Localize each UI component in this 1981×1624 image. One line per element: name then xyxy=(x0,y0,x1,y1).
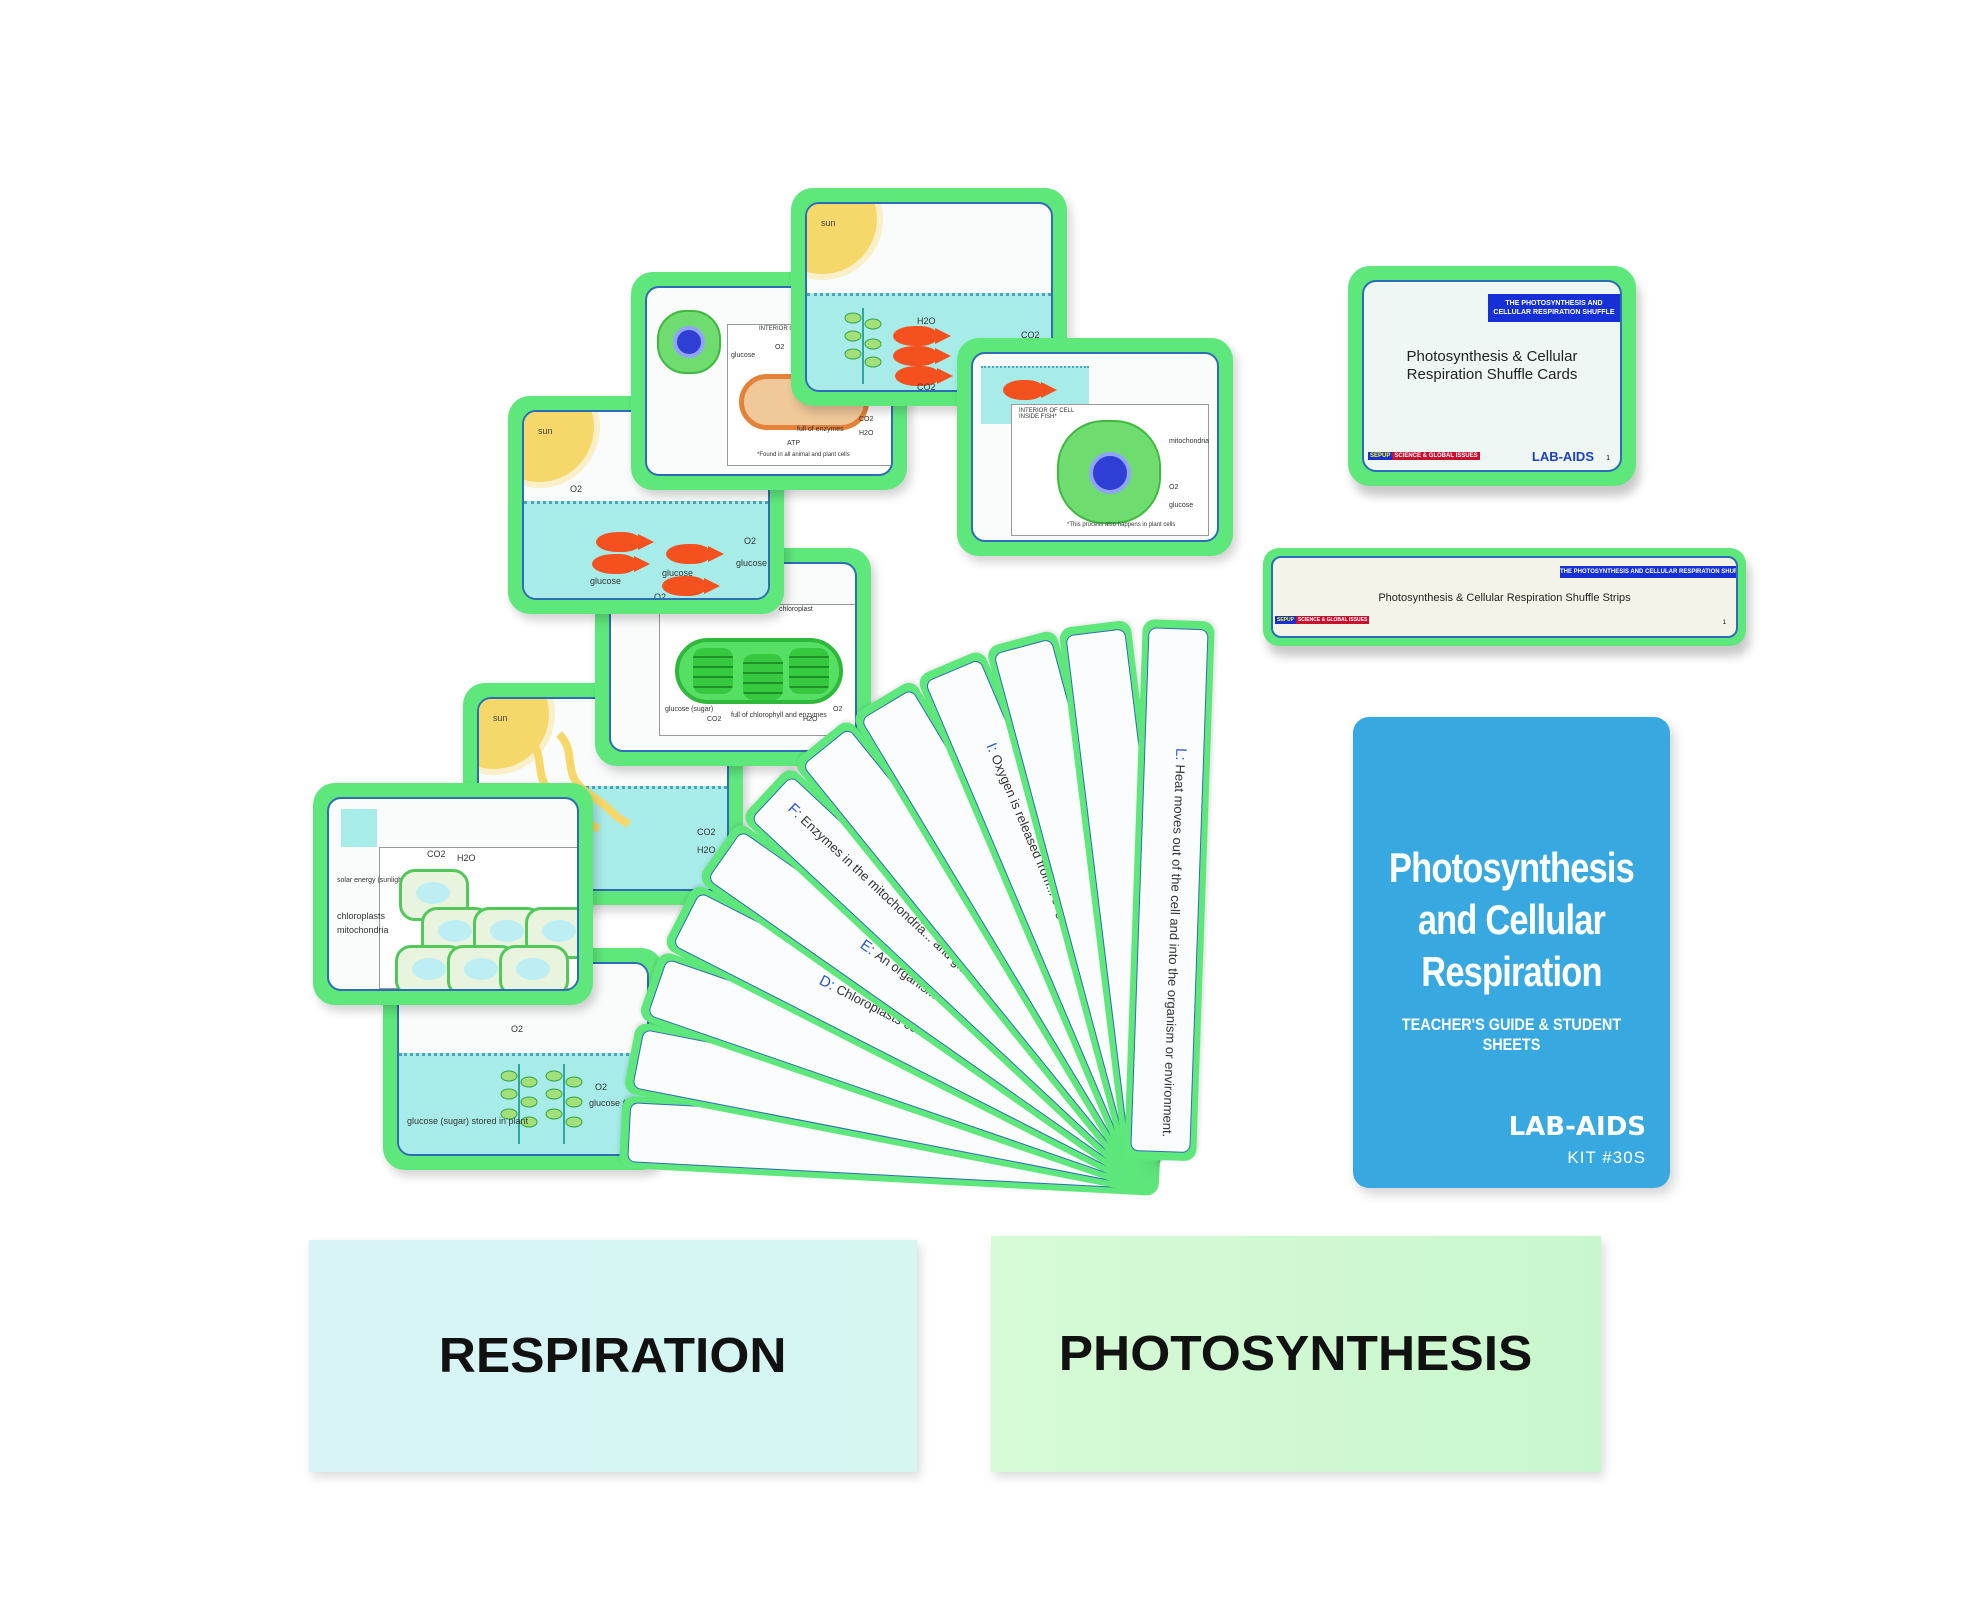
photosynthesis-label: PHOTOSYNTHESIS xyxy=(1059,1327,1533,1381)
photosynthesis-label-card[interactable]: PHOTOSYNTHESIS xyxy=(991,1236,1601,1472)
page-number: 1 xyxy=(1722,620,1726,626)
label-h2o: H2O xyxy=(457,853,476,863)
label-o2: O2 xyxy=(775,344,785,351)
shuffle-strips-box[interactable]: THE PHOTOSYNTHESIS AND CELLULAR RESPIRAT… xyxy=(1263,548,1746,646)
label-glucose-used: glucose used by plant xyxy=(736,558,768,568)
guide-title-line-3: Respiration xyxy=(1421,948,1602,995)
guide-subtitle: TEACHER'S GUIDE & STUDENT SHEETS xyxy=(1401,1015,1622,1054)
label-atp: ATP xyxy=(787,440,801,447)
label-h2o: H2O xyxy=(859,430,874,437)
label-glucose: glucose (sugar) xyxy=(665,706,714,713)
label-h2o: H2O xyxy=(803,716,818,723)
plant-icon xyxy=(844,308,882,384)
label-chloroplasts: chloroplasts xyxy=(337,911,386,921)
fish-icon xyxy=(596,532,654,552)
respiration-label-card[interactable]: RESPIRATION xyxy=(309,1240,917,1472)
label-h2o: H2O xyxy=(917,316,936,326)
shuffle-cards-box[interactable]: THE PHOTOSYNTHESIS AND CELLULAR RESPIRAT… xyxy=(1348,266,1636,486)
label-interior: INTERIOR OF CELL INSIDE FISH* xyxy=(1019,408,1075,420)
label-glucose-1: glucose xyxy=(590,576,622,586)
picture-card-fish-cell[interactable]: INTERIOR OF CELL INSIDE FISH* mitochondr… xyxy=(957,338,1233,556)
label-glucose-left: glucose (sugar) stored in plant xyxy=(407,1116,529,1126)
fish-icon xyxy=(592,554,650,574)
fish-icon xyxy=(1003,380,1057,400)
animal-cell-thumb xyxy=(657,310,721,374)
label-o2: O2 xyxy=(1169,484,1179,491)
page-number: 1 xyxy=(1606,455,1610,462)
lab-aids-logo: LAB-AIDS xyxy=(1531,449,1594,464)
guide-title-line-2: and Cellular xyxy=(1417,896,1606,943)
label-co2-bottom: CO2 xyxy=(917,382,936,392)
sepup-badge: SEPUP SCIENCE & GLOBAL ISSUES xyxy=(1368,452,1480,460)
label-glucose: glucose xyxy=(731,352,756,359)
fish-icon xyxy=(662,576,720,596)
series-label: SCIENCE & GLOBAL ISSUES xyxy=(1392,452,1480,460)
label-h2o-right: H2O xyxy=(697,845,716,855)
kit-number: KIT #30S xyxy=(1567,1148,1646,1167)
plant-icon xyxy=(545,1064,583,1144)
shuffle-cards-title: Photosynthesis & Cellular Respiration Sh… xyxy=(1364,348,1620,384)
label-mitochondria: mitochondria xyxy=(337,925,389,935)
label-co2: CO2 xyxy=(427,849,446,859)
label-glucose: glucose xyxy=(1169,502,1194,509)
mini-plants-thumb xyxy=(341,809,377,847)
label-footnote: *Found in all animal and plant cells xyxy=(757,452,850,458)
title-line-1: Photosynthesis & Cellular xyxy=(1406,348,1578,365)
label-mitochondria: mitochondria xyxy=(1169,438,1210,445)
label-glucose-right: glucose (sugar) stored in plant xyxy=(589,1098,647,1108)
label-o2: O2 xyxy=(833,706,843,713)
label-glucose-2: glucose xyxy=(662,568,694,578)
sepup-label: SEPUP xyxy=(1275,616,1296,624)
fish-icon xyxy=(666,544,724,564)
label-o2-top: O2 xyxy=(570,484,583,494)
label-co2: CO2 xyxy=(859,416,874,423)
guide-title: Photosynthesis and Cellular Respiration xyxy=(1382,842,1642,998)
label-chlorophyll: full of chlorophyll and enzymes xyxy=(731,712,827,719)
series-label: SCIENCE & GLOBAL ISSUES xyxy=(1295,616,1370,624)
sun-icon xyxy=(524,412,594,482)
fish-icon xyxy=(893,346,951,366)
strip-text: Heat moves out of the cell and into the … xyxy=(1159,764,1188,1138)
guide-title-line-1: Photosynthesis xyxy=(1389,844,1635,891)
plant-icon xyxy=(500,1064,538,1144)
strips-title: Photosynthesis & Cellular Respiration Sh… xyxy=(1378,592,1631,604)
lab-aids-logo: LAB-AIDS xyxy=(1508,1112,1646,1142)
fish-icon xyxy=(893,326,951,346)
label-o2-right: O2 xyxy=(744,536,757,546)
label-sun: sun xyxy=(538,426,553,436)
respiration-label: RESPIRATION xyxy=(439,1329,787,1383)
chloroplast-diagram xyxy=(675,638,843,704)
label-footnote: *This process also happens in plant cell… xyxy=(1067,522,1176,528)
label-o2-right: O2 xyxy=(595,1082,608,1092)
title-line-2: Respiration Shuffle Cards xyxy=(1406,366,1578,383)
label-sun: sun xyxy=(821,218,836,228)
sepup-badge: SEPUP SCIENCE & GLOBAL ISSUES xyxy=(1275,616,1370,624)
strip-letter: L: xyxy=(1171,747,1190,761)
label-o2-top: O2 xyxy=(511,1024,524,1034)
label-sun: sun xyxy=(493,713,508,723)
animal-cell-diagram xyxy=(1057,420,1161,524)
label-chloroplast: chloroplast xyxy=(779,606,813,613)
label-enzymes: full of enzymes xyxy=(797,426,844,433)
label-co2-right: CO2 xyxy=(1021,330,1040,340)
shuffle-banner: THE PHOTOSYNTHESIS AND CELLULAR RESPIRAT… xyxy=(1488,294,1620,322)
label-solar-energy: solar energy (sunlight) xyxy=(337,877,407,884)
strips-banner: THE PHOTOSYNTHESIS AND CELLULAR RESPIRAT… xyxy=(1560,566,1736,578)
picture-card-plant-cells[interactable]: CO2 H2O solar energy (sunlight) chloropl… xyxy=(313,783,593,1005)
label-co2: CO2 xyxy=(707,716,722,723)
sepup-label: SEPUP xyxy=(1368,452,1393,460)
picture-card-pond-glucose[interactable]: sun O2 glucose O2 glucose O2 glucose use… xyxy=(508,396,784,614)
label-co2-right: CO2 xyxy=(697,827,716,837)
sun-icon xyxy=(807,204,877,274)
fish-icon xyxy=(895,366,953,386)
teachers-guide-booklet[interactable]: Photosynthesis and Cellular Respiration … xyxy=(1353,717,1670,1188)
label-o2-fish: O2 xyxy=(654,592,667,600)
